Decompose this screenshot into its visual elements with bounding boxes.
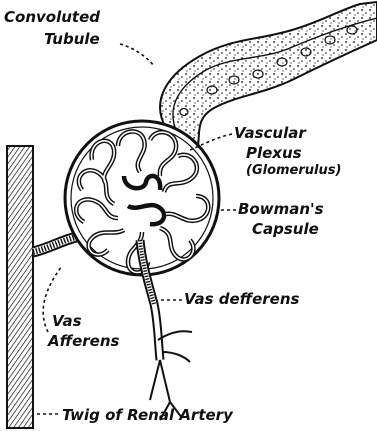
label-glomerulus: (Glomerulus) — [246, 163, 341, 178]
label-afferens: Afferens — [47, 332, 120, 350]
label-bowmans: Bowman's — [238, 200, 324, 218]
label-tubule: Tubule — [44, 30, 100, 48]
label-vascular: Vascular — [234, 124, 307, 142]
label-vas: Vas — [52, 312, 82, 330]
label-capsule: Capsule — [252, 220, 319, 238]
label-convoluted: Convoluted — [4, 8, 100, 26]
label-plexus: Plexus — [246, 144, 302, 162]
label-vas-defferens: Vas defferens — [184, 290, 300, 308]
label-renal-artery: Twig of Renal Artery — [62, 406, 234, 424]
renal-artery — [7, 146, 33, 428]
